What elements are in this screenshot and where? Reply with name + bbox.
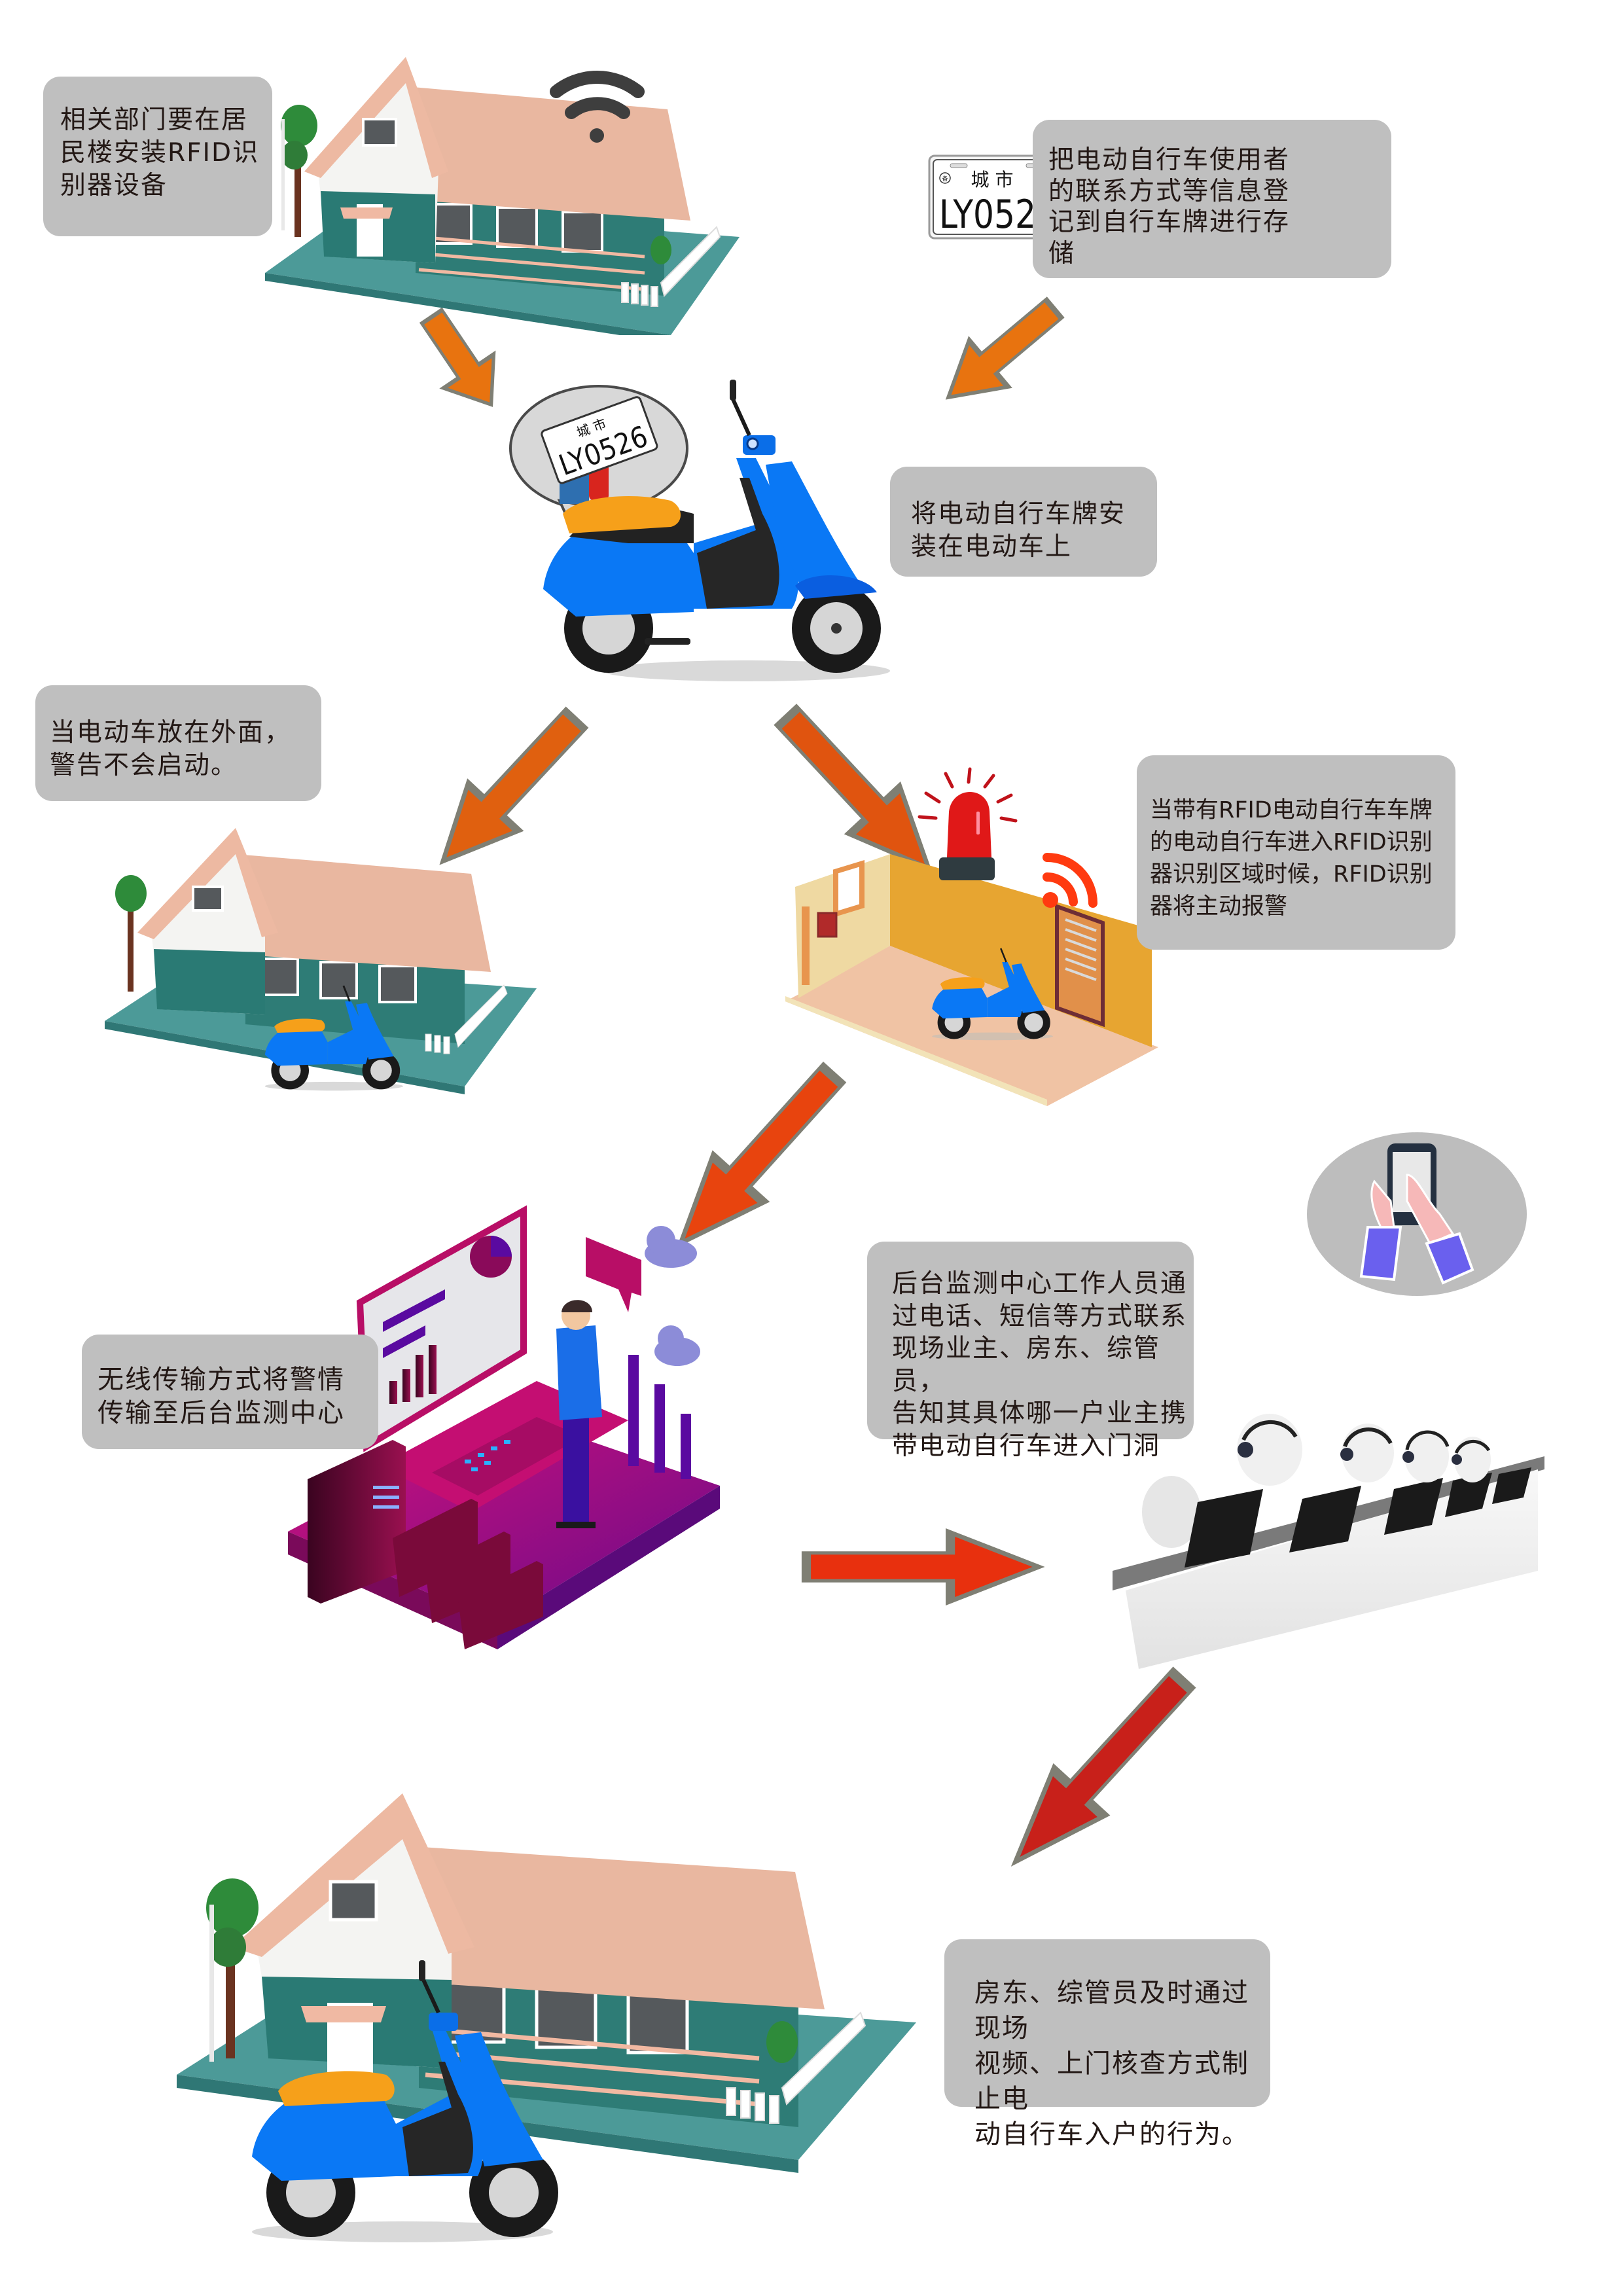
final-roof-gable bbox=[232, 1793, 474, 1957]
step-mount-plate-text: 将电动自行车牌安 装在电动车上 bbox=[911, 499, 1126, 562]
arrow-callcenter-to-final bbox=[990, 1658, 1207, 1885]
step-parked-outside-text: 当电动车放在外面， 警告不会启动。 bbox=[50, 718, 292, 780]
final-roof-right bbox=[402, 1846, 825, 2009]
step-enter-zone-alarm: 当带有RFID电动自行车车牌 的电动自行车进入RFID识别 器识别区域时候，RF… bbox=[1137, 755, 1455, 950]
step-stop-entry: 房东、综管员及时通过现场 视频、上门核查方式制止电 动自行车入户的行为。 bbox=[944, 1939, 1270, 2149]
alarm-light-icon bbox=[918, 767, 1018, 880]
call-center-operators-illustration bbox=[1113, 1414, 1544, 1669]
operator bbox=[1142, 1414, 1361, 1568]
step-stop-entry-text: 房东、综管员及时通过现场 视频、上门核查方式制止电 动自行车入户的行为。 bbox=[974, 1978, 1249, 2149]
scooter-with-plate-callout-illustration: 城 市 LY0526 bbox=[509, 380, 890, 681]
operator bbox=[1452, 1437, 1531, 1504]
arrow-center-to-callcenter bbox=[806, 1533, 1039, 1602]
final-scooter bbox=[252, 1960, 558, 2242]
roof-gable bbox=[304, 57, 448, 178]
roof-right bbox=[406, 86, 690, 221]
plate-region: 城 市 bbox=[971, 169, 1014, 190]
step-register-plate: 把电动自行车使用者 的联系方式等信息登 记到自行车牌进行存 储 bbox=[1033, 120, 1391, 278]
plate-callout: 城 市 LY0526 bbox=[509, 385, 688, 540]
step-register-plate-text: 把电动自行车使用者 的联系方式等信息登 记到自行车牌进行存 储 bbox=[1048, 145, 1291, 268]
message-bubble-icon bbox=[586, 1237, 641, 1312]
operator bbox=[1340, 1424, 1443, 1535]
operator bbox=[1402, 1430, 1492, 1517]
scooter-seat bbox=[563, 495, 681, 533]
cloud-icon-2 bbox=[654, 1325, 700, 1366]
step-enter-zone-alarm-text: 当带有RFID电动自行车车牌 的电动自行车进入RFID识别 器识别区域时候，RF… bbox=[1150, 797, 1433, 920]
phone-in-hands-illustration bbox=[1307, 1132, 1527, 1296]
room-with-alarm-illustration bbox=[785, 767, 1158, 1106]
step-mount-plate: 将电动自行车牌安 装在电动车上 bbox=[890, 467, 1157, 577]
step-wireless-transmit: 无线传输方式将警情 传输至后台监测中心 bbox=[82, 1335, 378, 1449]
plate-badge: 备 bbox=[942, 175, 948, 183]
license-plate-illustration: 备 城 市 LY0526 bbox=[928, 154, 1068, 240]
step-contact-owner-text: 后台监测中心工作人员通 过电话、短信等方式联系 现场业主、房东、综管员， 告知其… bbox=[892, 1269, 1188, 1461]
step-parked-outside: 当电动车放在外面， 警告不会启动。 bbox=[35, 685, 321, 801]
step-install-reader-text: 相关部门要在居 民楼安装RFID识 别器设备 bbox=[60, 105, 260, 200]
arrow-plate-to-scooter bbox=[929, 286, 1073, 421]
step-contact-owner: 后台监测中心工作人员通 过电话、短信等方式联系 现场业主、房东、综管员， 告知其… bbox=[867, 1242, 1194, 1461]
house-with-wifi-illustration bbox=[265, 57, 740, 335]
room-left-wall bbox=[795, 854, 890, 998]
monitoring-center-illustration bbox=[288, 1205, 720, 1649]
signal-waves-icon bbox=[1043, 853, 1097, 908]
house-with-scooter-final-illustration bbox=[177, 1793, 916, 2242]
small-scooter bbox=[264, 985, 403, 1091]
room-scooter bbox=[932, 948, 1053, 1041]
cloud-icon bbox=[645, 1226, 697, 1268]
operator-figure bbox=[556, 1300, 602, 1528]
step-wireless-transmit-text: 无线传输方式将警情 传输至后台监测中心 bbox=[98, 1365, 345, 1429]
wifi-icon bbox=[550, 71, 645, 143]
step-install-reader: 相关部门要在居 民楼安装RFID识 别器设备 bbox=[43, 77, 272, 236]
house-with-scooter-outside-illustration bbox=[105, 828, 537, 1094]
